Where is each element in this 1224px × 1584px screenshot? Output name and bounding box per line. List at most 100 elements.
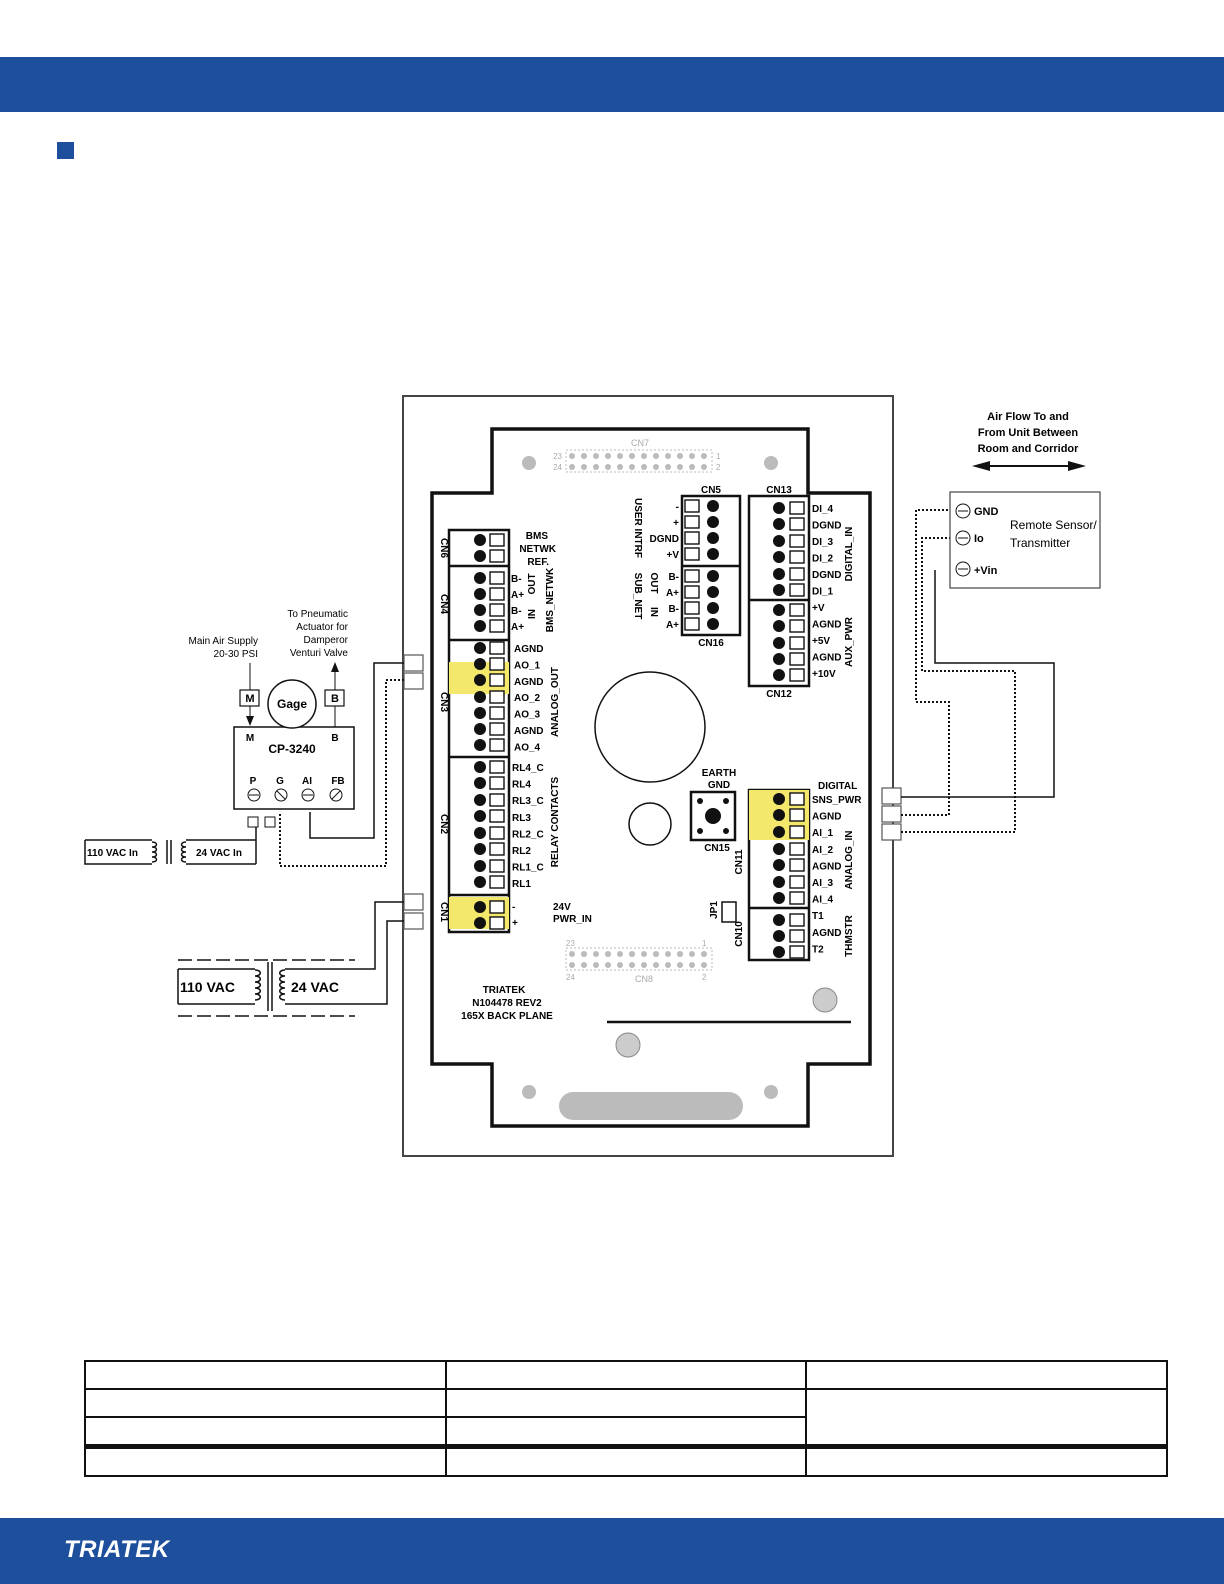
cn3-pin-label: AGND	[514, 677, 543, 688]
pneumatic-note-3: Damperor	[304, 635, 349, 646]
left-connector-socket	[489, 900, 505, 914]
table-cell	[805, 1388, 1168, 1448]
cn13-pin-label: DGND	[812, 521, 841, 532]
table-cell	[805, 1444, 1168, 1477]
cn2-pin-label: RL3	[512, 813, 531, 824]
cn11-socket	[789, 929, 805, 943]
cn4-pin-label: A+	[511, 590, 524, 601]
cn13-pin-label: +5V	[812, 636, 830, 647]
pneumatic-ports	[239, 662, 345, 727]
gage-label: Gage	[277, 697, 307, 711]
aux-pwr-label: AUX_PWR	[844, 616, 855, 667]
cn5-socket	[684, 569, 700, 583]
header-pin	[665, 464, 671, 470]
cn13-cn12-connector	[747, 494, 811, 688]
left-connector-pin	[474, 707, 486, 719]
header-pin	[593, 951, 599, 957]
table-cell	[84, 1360, 447, 1390]
header-pin	[569, 453, 575, 459]
bms-ref-3: REF.	[527, 557, 549, 568]
cn13-pin	[773, 551, 785, 563]
cn5-pin	[707, 618, 719, 630]
cn3-pin-label: AO_1	[514, 660, 541, 671]
table-cell	[805, 1360, 1168, 1390]
header-pin	[665, 453, 671, 459]
cn11-socket	[789, 792, 805, 806]
cn11-socket	[789, 825, 805, 839]
relay-contacts-label: RELAY CONTACTS	[550, 776, 561, 867]
cn2-pin-label: RL2_C	[512, 829, 544, 840]
left-connector-socket	[489, 722, 505, 736]
cn1-label: CN1	[438, 902, 449, 922]
cn13-pin	[773, 620, 785, 632]
left-connector-pin	[474, 901, 486, 913]
table-cell	[444, 1444, 808, 1477]
cn3-label: CN3	[438, 692, 449, 712]
cp-3240-controller	[233, 679, 355, 810]
cn16-label: CN16	[698, 638, 724, 649]
cn5-pin	[707, 570, 719, 582]
port-m: M	[245, 693, 254, 705]
table-row	[84, 1388, 1168, 1448]
header-pin	[701, 453, 707, 459]
left-connector-socket	[489, 826, 505, 840]
left-connector-socket	[489, 619, 505, 633]
left-connector-pin	[474, 723, 486, 735]
small-transformer-in: 110 VAC In	[87, 848, 138, 859]
ao-dotted-wire	[279, 679, 404, 867]
svg-text:23: 23	[553, 452, 562, 461]
bms-netwk-label: BMS_NETWK	[545, 567, 556, 632]
header-pin	[629, 464, 635, 470]
header-pin	[593, 464, 599, 470]
pwr-wire-plus	[355, 920, 404, 1005]
cn11-socket	[789, 891, 805, 905]
cn11-pin-label: AGND	[812, 928, 841, 939]
pwr-in-1: 24V	[553, 902, 571, 913]
left-connector-socket	[489, 842, 505, 856]
sub-net-label: SUB_NET	[632, 573, 643, 620]
header-pin	[581, 951, 587, 957]
header-pin	[677, 951, 683, 957]
header-pin	[581, 464, 587, 470]
cn5-pin-label: A+	[666, 588, 679, 599]
cn13-pin-label: DI_4	[812, 504, 834, 515]
cn13-socket	[789, 501, 805, 515]
cn8-label: CN8	[635, 974, 653, 984]
cn4-in: IN	[527, 609, 538, 619]
header-pin	[677, 453, 683, 459]
left-connector-pin	[474, 739, 486, 751]
table-cell	[84, 1444, 447, 1477]
cn16-out: OUT	[648, 572, 659, 593]
table-cell	[444, 1360, 808, 1390]
controller-b: B	[331, 733, 338, 744]
left-connector-pin	[474, 534, 486, 546]
cn13-pin	[773, 669, 785, 681]
table-cell	[444, 1416, 808, 1448]
cn11-label: CN11	[734, 849, 745, 874]
cn13-pin-label: +V	[812, 603, 825, 614]
cn13-pin	[773, 568, 785, 580]
header-pin	[617, 464, 623, 470]
cn4-pin-label: B-	[511, 574, 522, 585]
header-pin	[689, 464, 695, 470]
cn11-pin	[773, 793, 785, 805]
cn5-pin	[707, 548, 719, 560]
cn5-pin-label: B-	[668, 572, 679, 583]
cn5-pin-label: +V	[666, 550, 679, 561]
cn5-socket	[684, 531, 700, 545]
cn11-pin-label: T2	[812, 944, 824, 955]
cn11-pin-label: AI_2	[812, 845, 834, 856]
cn15-ground-button	[689, 790, 737, 842]
header-pin	[605, 962, 611, 968]
cn11-pin-label: T1	[812, 911, 824, 922]
header-pin	[629, 453, 635, 459]
cn2-pin-label: RL4	[512, 780, 531, 791]
header-pin	[617, 951, 623, 957]
controller-ai: AI	[302, 776, 312, 787]
svg-text:24: 24	[553, 463, 562, 472]
airflow-note-2: From Unit Between	[978, 427, 1079, 439]
header-pin	[689, 453, 695, 459]
cn13-pin-label: AGND	[812, 620, 841, 631]
left-connector-socket	[489, 641, 505, 655]
cn7-header: CN7 23 24 1 2	[553, 438, 721, 473]
